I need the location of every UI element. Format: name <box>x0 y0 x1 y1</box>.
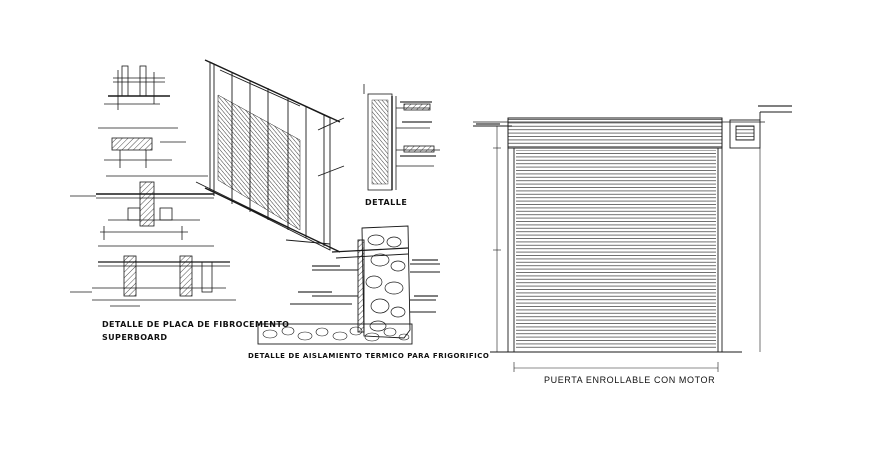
wall-section-detail <box>363 84 440 191</box>
wall-detail-caption: DETALLE <box>365 198 407 207</box>
stone-fill <box>365 234 406 332</box>
detail-corner-joint <box>70 175 214 240</box>
annotation-marks <box>298 101 792 297</box>
rolling-door-elevation <box>473 111 792 372</box>
insulation-caption: DETALLE DE AISLAMIENTO TERMICO PARA FRIG… <box>248 352 490 360</box>
insulation-detail <box>257 225 440 345</box>
rolling-door-caption: PUERTA ENROLLABLE CON MOTOR <box>544 375 716 385</box>
detail-base-joint <box>70 245 236 307</box>
fiber-cement-details <box>70 65 236 307</box>
detail-stud-section <box>98 127 186 168</box>
fiber-cement-caption-line1: DETALLE DE PLACA DE FIBROCEMENTO <box>102 320 290 329</box>
detail-top-profile <box>104 65 170 110</box>
fiber-cement-caption-line2: SUPERBOARD <box>102 333 168 342</box>
foundation-stones <box>262 326 410 342</box>
isometric-wall-framing <box>195 59 345 253</box>
